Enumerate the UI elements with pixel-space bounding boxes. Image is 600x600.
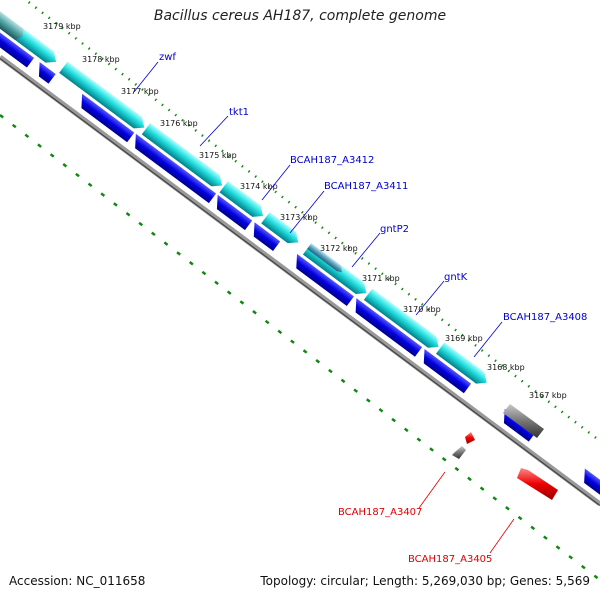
leader-line <box>415 280 445 316</box>
scale-label: 3170 kbp <box>403 305 441 314</box>
leader-line <box>199 115 229 147</box>
cds-reverse-7 <box>296 253 354 306</box>
scale-label: 3167 kbp <box>529 391 567 400</box>
cds-forward-7 <box>363 288 439 348</box>
leader-line-red <box>489 518 515 554</box>
cds-reverse-8 <box>355 298 423 357</box>
cds-forward-5 <box>261 212 299 244</box>
reverse-cds-track <box>0 17 600 500</box>
scale-label: 3174 kbp <box>240 182 278 191</box>
red-features <box>465 432 558 500</box>
cds-reverse-6 <box>253 222 281 251</box>
gene-label: gntP2 <box>380 224 409 235</box>
gene-label: BCAH187_A3408 <box>503 312 587 323</box>
cds-forward-1b <box>0 2 24 40</box>
red-feature-small <box>465 432 475 444</box>
leader-line-red <box>418 471 446 509</box>
scale-label: 3176 kbp <box>160 119 198 128</box>
leader-line <box>351 232 381 268</box>
gene-label: BCAH187_A3411 <box>324 181 408 192</box>
scale-label: 3175 kbp <box>199 151 237 160</box>
leader-line <box>261 164 291 201</box>
cds-forward-4 <box>219 181 263 217</box>
scale-label: 3173 kbp <box>280 213 318 222</box>
cds-forward-2 <box>59 61 145 129</box>
scale-label: 3169 kbp <box>445 334 483 343</box>
leader-line <box>473 321 503 358</box>
cds-reverse-2 <box>38 62 56 84</box>
gene-labels: zwf tkt1 BCAH187_A3412 BCAH187_A3411 gnt… <box>133 52 587 358</box>
accession-text: Accession: NC_011658 <box>9 574 146 588</box>
cds-reverse-3 <box>81 93 135 143</box>
gene-label: BCAH187_A3412 <box>290 155 374 166</box>
cds-reverse-11 <box>584 468 600 500</box>
forward-cds-track <box>0 2 487 384</box>
scale-label: 3168 kbp <box>487 363 525 372</box>
scale-label: 3179 kbp <box>43 22 81 31</box>
cds-reverse-5 <box>216 194 253 231</box>
backbone <box>0 54 600 507</box>
cds-forward-8 <box>435 342 487 384</box>
scale-label: 3178 kbp <box>82 55 120 64</box>
cds-reverse-4 <box>135 133 217 204</box>
cds-reverse-1 <box>0 17 35 68</box>
cds-forward-6b <box>307 243 342 273</box>
cds-reverse-9 <box>423 348 472 394</box>
gene-label: tkt1 <box>229 107 249 118</box>
scale-labels: 3179 kbp 3178 kbp 3177 kbp 3176 kbp 3175… <box>43 22 567 400</box>
gene-label: gntK <box>444 272 468 283</box>
topology-summary: Topology: circular; Length: 5,269,030 bp… <box>260 574 590 588</box>
map-title: Bacillus cereus AH187, complete genome <box>153 8 447 24</box>
leader-line <box>289 190 325 234</box>
red-labels: BCAH187_A3407 BCAH187_A3405 <box>338 471 515 565</box>
red-feature-label: BCAH187_A3407 <box>338 507 422 518</box>
scale-label: 3171 kbp <box>362 274 400 283</box>
gene-label: zwf <box>159 52 176 63</box>
gray-feature-1 <box>503 404 544 438</box>
cds-forward-3 <box>141 123 223 187</box>
inner-ticks <box>0 114 600 581</box>
scale-label: 3177 kbp <box>121 87 159 96</box>
leader-line <box>133 61 159 93</box>
scale-label: 3172 kbp <box>320 244 358 253</box>
gray-features <box>452 404 544 459</box>
red-feature-large <box>517 468 558 500</box>
gray-feature-2 <box>452 446 466 459</box>
red-feature-label: BCAH187_A3405 <box>408 554 492 565</box>
